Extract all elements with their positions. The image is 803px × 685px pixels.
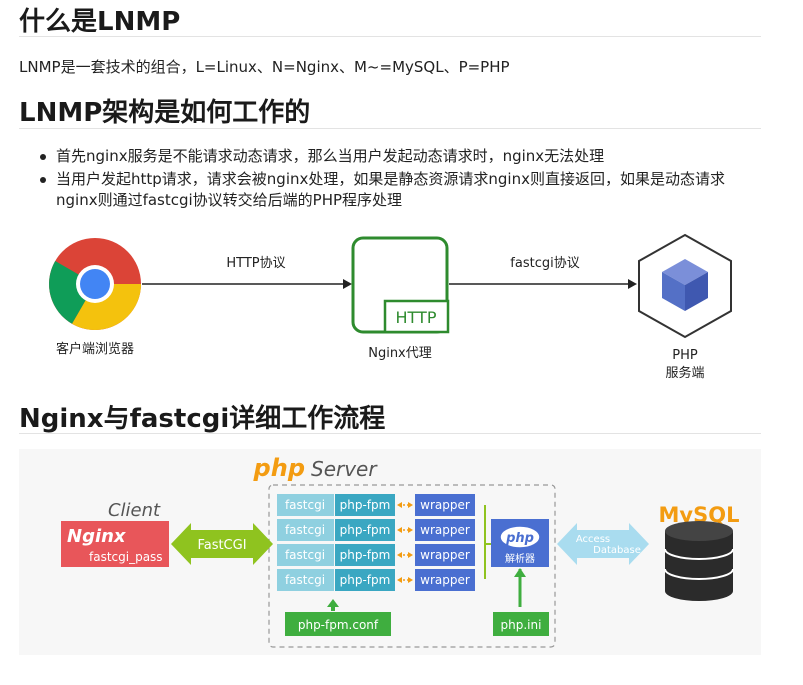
http-arrowhead bbox=[343, 279, 352, 289]
php-fpm-conf-label: php-fpm.conf bbox=[298, 618, 379, 632]
php-fpm-cell bbox=[335, 519, 395, 541]
fastcgi-cell-label: fastcgi bbox=[285, 498, 325, 512]
php-parser-logo: php bbox=[505, 531, 534, 546]
nginx-logo: Nginx bbox=[67, 526, 127, 547]
nginx-http-text: HTTP bbox=[396, 308, 437, 327]
divider bbox=[19, 128, 761, 129]
fastcgi-cell bbox=[277, 544, 334, 566]
connector-arrow-right bbox=[408, 577, 413, 583]
fastcgi-cell-label: fastcgi bbox=[285, 573, 325, 587]
php-label-line1: PHP bbox=[672, 348, 698, 363]
connector-arrow-left bbox=[397, 502, 402, 508]
php-logo: php bbox=[253, 454, 305, 482]
wrapper-cell-label: wrapper bbox=[420, 498, 470, 512]
php-cube-icon bbox=[638, 233, 732, 339]
connector-arrow-left bbox=[397, 577, 402, 583]
connector-arrow-right bbox=[408, 502, 413, 508]
wrapper-cell bbox=[415, 494, 475, 516]
fastcgi-protocol-label: fastcgi协议 bbox=[510, 256, 579, 271]
php-fpm-conf-box bbox=[285, 612, 391, 636]
client-label: Client bbox=[108, 500, 161, 521]
fastcgi-pass-label: fastcgi_pass bbox=[89, 550, 163, 564]
list-item: 当用户发起http请求，请求会被nginx处理，如果是静态资源请求nginx则直… bbox=[38, 169, 760, 211]
divider bbox=[19, 433, 761, 434]
php-ini-label: php.ini bbox=[501, 618, 542, 632]
browser-label: 客户端浏览器 bbox=[56, 341, 134, 357]
connector-arrow-right bbox=[408, 552, 413, 558]
database-icon bbox=[664, 521, 734, 601]
fastcgi-cell bbox=[277, 494, 334, 516]
nginx-http-box bbox=[383, 299, 450, 334]
section-title-what-is-lnmp: 什么是LNMP bbox=[19, 7, 181, 37]
access-database-arrow bbox=[557, 523, 649, 565]
wrapper-cell bbox=[415, 519, 475, 541]
bullet-list: 首先nginx服务是不能请求动态请求，那么当用户发起动态请求时，nginx无法处… bbox=[38, 146, 760, 213]
php-parser-label: 解析器 bbox=[505, 552, 535, 565]
connector-arrow-left bbox=[397, 527, 402, 533]
nginx-label: Nginx代理 bbox=[368, 346, 432, 361]
connector-arrow-left bbox=[397, 552, 402, 558]
wrapper-cell bbox=[415, 569, 475, 591]
fastcgi-cell-label: fastcgi bbox=[285, 523, 325, 537]
php-fpm-cell bbox=[335, 494, 395, 516]
fastcgi-double-arrow bbox=[171, 523, 273, 565]
php-fpm-cell-label: php-fpm bbox=[340, 548, 391, 562]
server-label: Server bbox=[311, 457, 378, 481]
divider bbox=[19, 36, 761, 37]
fastcgi-cell-label: fastcgi bbox=[285, 548, 325, 562]
fastcgi-arrowhead bbox=[628, 279, 637, 289]
fastcgi-cell bbox=[277, 519, 334, 541]
list-item: 首先nginx服务是不能请求动态请求，那么当用户发起动态请求时，nginx无法处… bbox=[38, 146, 760, 167]
php-server-container bbox=[268, 484, 556, 648]
fpm-conf-arrow bbox=[327, 599, 339, 611]
section-title-nginx-fastcgi: Nginx与fastcgi详细工作流程 bbox=[19, 404, 386, 434]
php-parser-logo-ellipse bbox=[499, 525, 541, 549]
connector-arrow-right bbox=[408, 527, 413, 533]
fastcgi-cell bbox=[277, 569, 334, 591]
chrome-icon bbox=[49, 238, 141, 330]
nginx-client-box bbox=[61, 521, 169, 567]
lnmp-flow-diagram: 客户端浏览器 HTTP协议 HTTP Nginx代理 fastcgi协议 PHP… bbox=[49, 233, 732, 381]
php-fpm-cell-label: php-fpm bbox=[340, 573, 391, 587]
section-title-how-it-works: LNMP架构是如何工作的 bbox=[19, 98, 311, 128]
nginx-fastcgi-diagram: php Server Client Nginx fastcgi_pass Fas… bbox=[19, 449, 761, 655]
php-fpm-cell-label: php-fpm bbox=[340, 498, 391, 512]
wrapper-cell-label: wrapper bbox=[420, 548, 470, 562]
lnmp-description: LNMP是一套技术的组合，L=Linux、N=Nginx、M~=MySQL、P=… bbox=[19, 58, 510, 76]
wrapper-cell-label: wrapper bbox=[420, 573, 470, 587]
wrapper-cell bbox=[415, 544, 475, 566]
php-fpm-cell-label: php-fpm bbox=[340, 523, 391, 537]
wrapper-cell-label: wrapper bbox=[420, 523, 470, 537]
database-label: Database bbox=[593, 545, 641, 556]
php-fpm-cell bbox=[335, 569, 395, 591]
http-protocol-label: HTTP协议 bbox=[226, 256, 285, 271]
php-ini-arrowhead bbox=[514, 568, 526, 577]
php-fpm-cell bbox=[335, 544, 395, 566]
fastcgi-arrow-label: FastCGI bbox=[197, 538, 246, 553]
access-label: Access bbox=[576, 534, 610, 545]
php-label-line2: 服务端 bbox=[665, 365, 704, 381]
php-ini-box bbox=[493, 612, 549, 636]
